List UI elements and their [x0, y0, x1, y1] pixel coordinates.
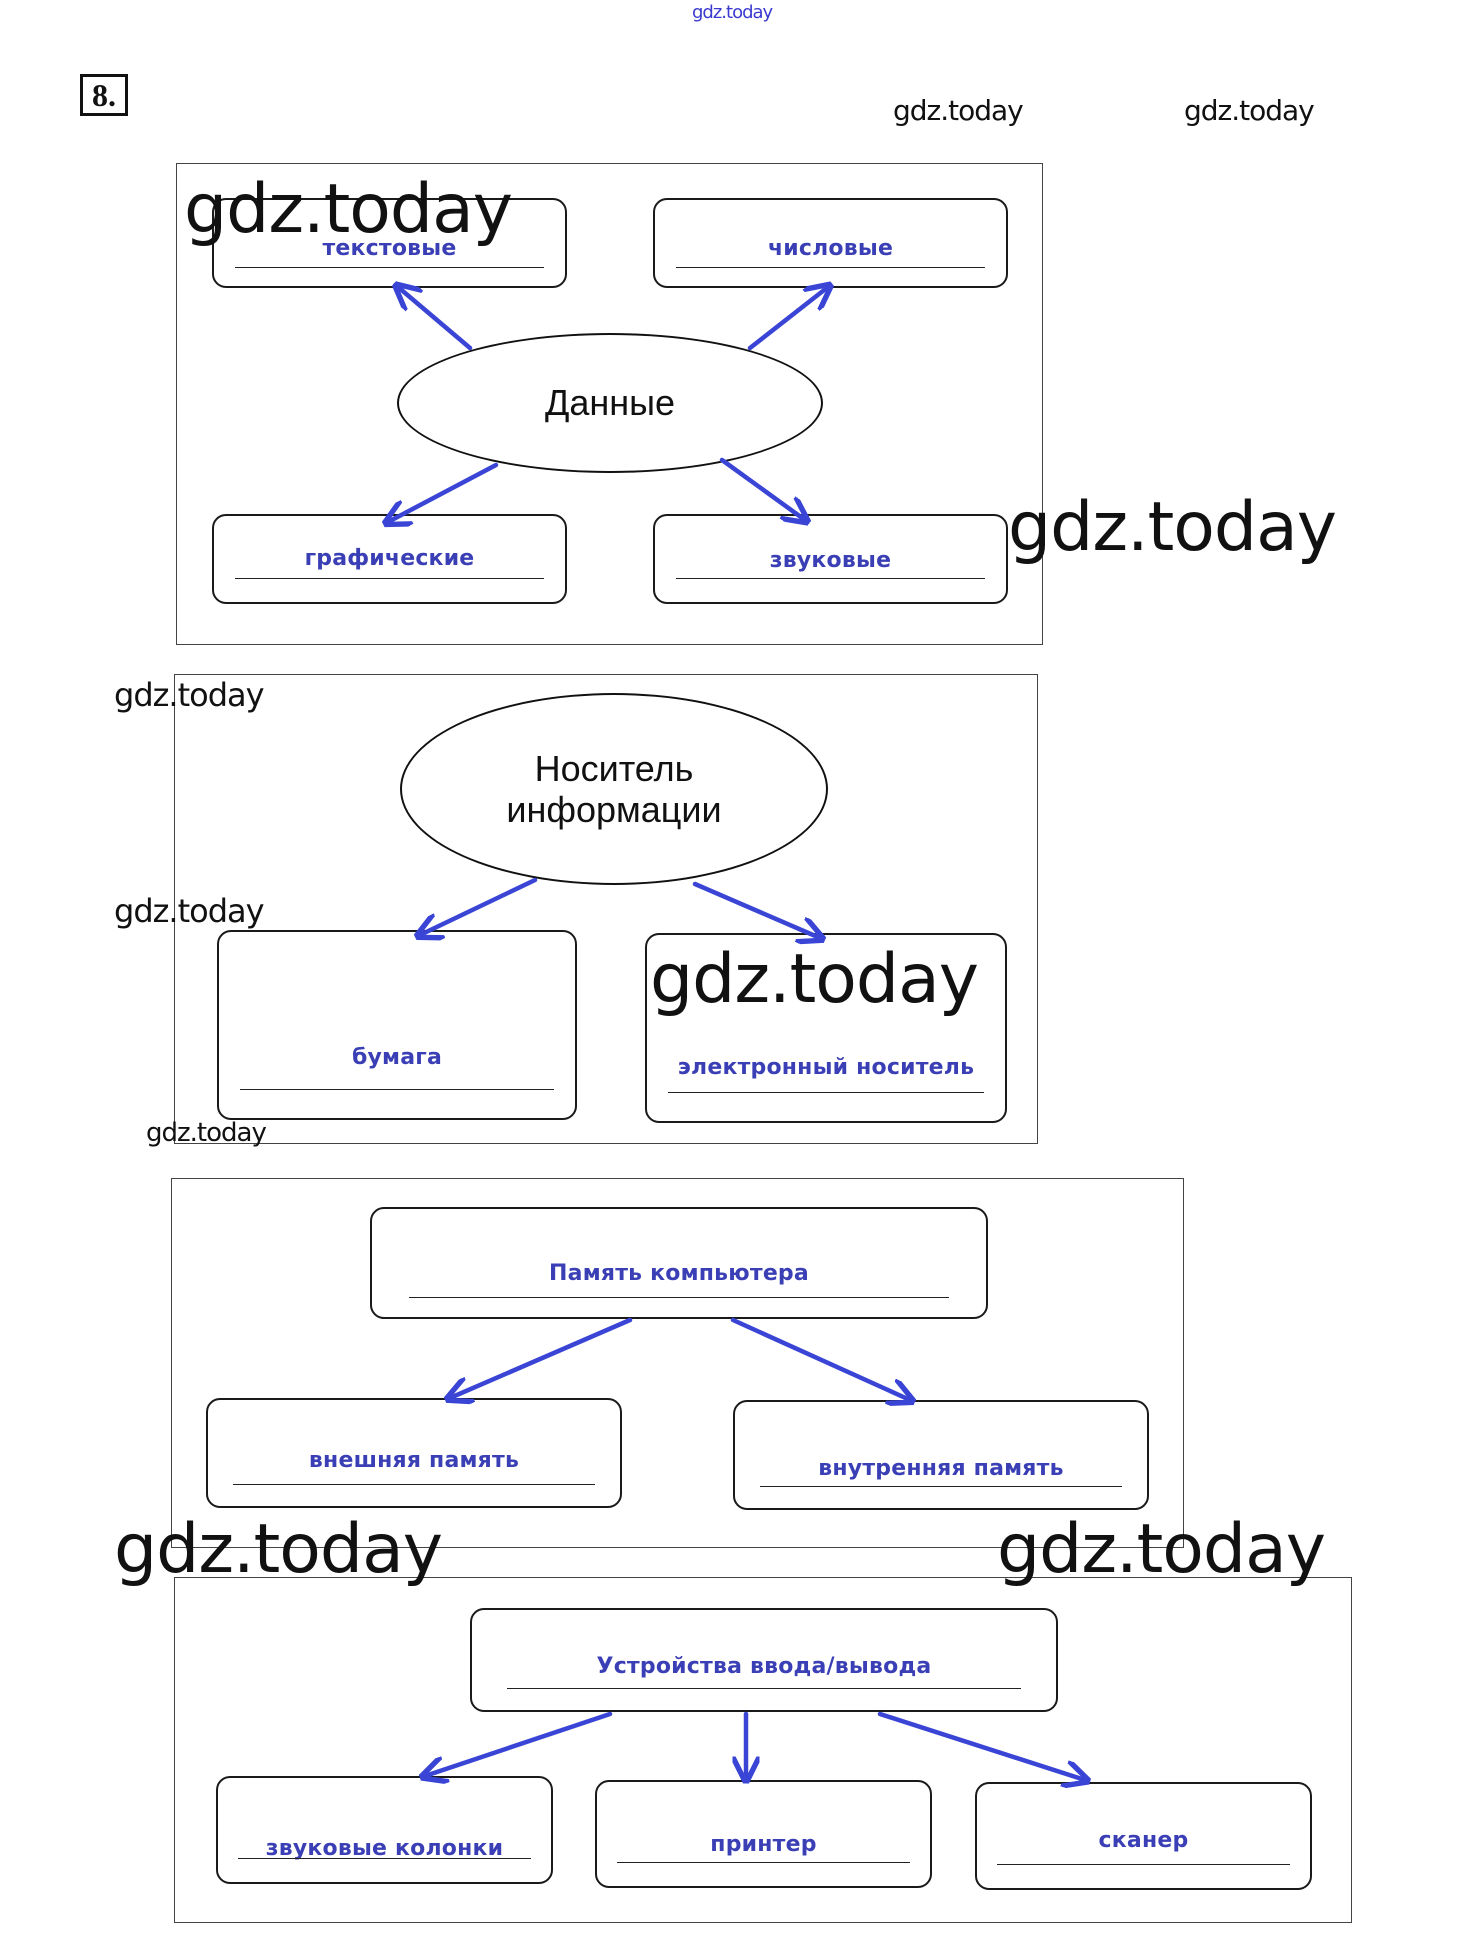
answer-box-printer: принтер — [595, 1780, 932, 1888]
answer-line — [408, 1297, 950, 1298]
answer-text: числовые — [767, 236, 894, 261]
center-node-label-line2: информации — [506, 789, 722, 830]
answer-line — [676, 578, 985, 579]
answer-line — [237, 1858, 532, 1859]
center-node-label-line1: Носитель — [534, 747, 694, 789]
watermark: gdz.today — [893, 94, 1024, 127]
answer-text: текстовые — [322, 236, 457, 261]
answer-box-internal-memory: внутренняя память — [733, 1400, 1149, 1510]
answer-text: графические — [304, 546, 475, 571]
answer-line — [759, 1486, 1123, 1487]
answer-text: звуковые — [769, 548, 892, 573]
answer-box-numeric: числовые — [653, 198, 1008, 288]
answer-line — [507, 1688, 1021, 1689]
answer-box-computer-memory: Память компьютера — [370, 1207, 988, 1319]
answer-box-paper: бумага — [217, 930, 577, 1120]
answer-line — [996, 1864, 1291, 1865]
answer-text: принтер — [710, 1832, 817, 1857]
answer-text: внутренняя память — [818, 1456, 1064, 1481]
task-number: 8. — [80, 74, 128, 116]
answer-text: звуковые колонки — [265, 1836, 504, 1861]
answer-line — [235, 578, 544, 579]
answer-text: электронный носитель — [677, 1055, 975, 1080]
center-node-data: Данные — [397, 333, 823, 473]
answer-box-graphic: графические — [212, 514, 567, 604]
answer-line — [235, 267, 544, 268]
answer-box-io-devices: Устройства ввода/вывода — [470, 1608, 1058, 1712]
answer-text: бумага — [351, 1045, 443, 1070]
answer-text: внешняя память — [308, 1448, 520, 1473]
watermark: gdz.today — [1184, 94, 1315, 127]
answer-box-electronic: электронный носитель — [645, 933, 1007, 1123]
answer-line — [240, 1089, 554, 1090]
answer-box-scanner: сканер — [975, 1782, 1312, 1890]
center-node-label: Данные — [544, 382, 676, 424]
answer-line — [668, 1092, 984, 1093]
answer-box-audio: звуковые — [653, 514, 1008, 604]
center-node-storage-medium: Носитель информации — [400, 693, 828, 885]
answer-text: сканер — [1098, 1828, 1189, 1853]
answer-line — [232, 1484, 596, 1485]
answer-line — [616, 1862, 911, 1863]
watermark: gdz.today — [1008, 488, 1337, 567]
answer-line — [676, 267, 985, 268]
answer-box-external-memory: внешняя память — [206, 1398, 622, 1508]
answer-box-text: текстовые — [212, 198, 567, 288]
answer-box-speakers: звуковые колонки — [216, 1776, 553, 1884]
answer-text: Устройства ввода/вывода — [596, 1654, 932, 1679]
answer-text: Память компьютера — [549, 1261, 809, 1286]
watermark-top: gdz.today — [692, 2, 773, 23]
